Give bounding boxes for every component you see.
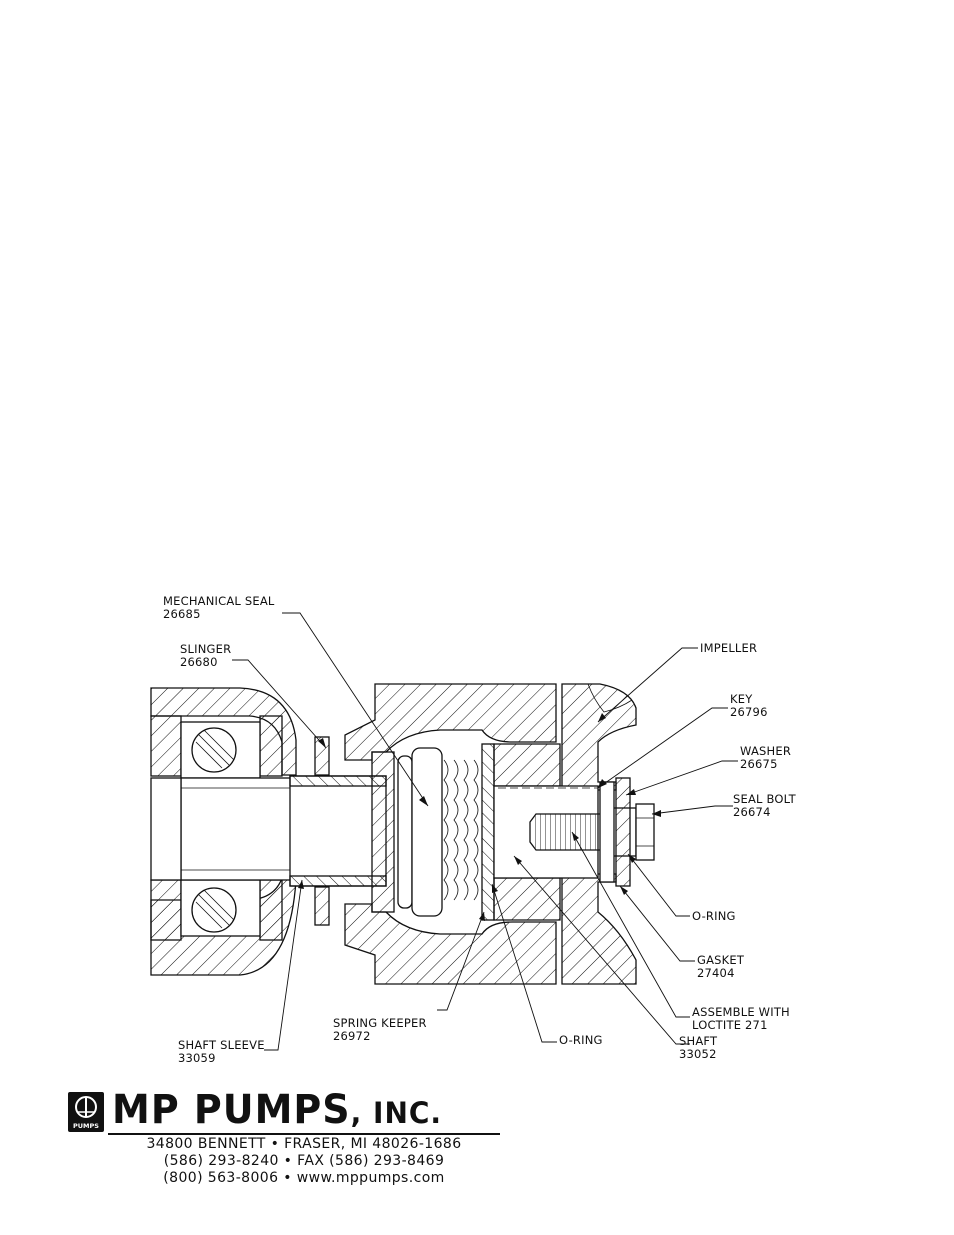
impeller-label: IMPELLER	[700, 641, 757, 655]
assemble-label-line1: ASSEMBLE WITH	[692, 1005, 790, 1019]
seal-bolt-part-number: 26674	[733, 805, 771, 819]
company-address: 34800 BENNETT • FRASER, MI 48026-1686	[146, 1136, 462, 1152]
svg-text:PUMPS: PUMPS	[73, 1122, 99, 1130]
shaft-sleeve-part	[289, 775, 387, 887]
spring-keeper-part-number: 26972	[333, 1029, 371, 1043]
slinger-label: SLINGER	[180, 642, 231, 656]
shaft-label: SHAFT	[679, 1034, 718, 1048]
bearing-top	[180, 721, 261, 779]
spring-keeper-label: SPRING KEEPER	[333, 1016, 427, 1030]
company-footer: PUMPS MP PUMPS, INC. 34800 BENNETT • FRA…	[66, 1086, 556, 1190]
brand-row: PUMPS MP PUMPS, INC.	[66, 1086, 556, 1136]
leader-lines	[232, 612, 738, 1051]
key-part-number: 26796	[730, 705, 768, 719]
company-phone-fax: (586) 293-8240 • FAX (586) 293-8469	[163, 1153, 445, 1169]
gasket-part-number: 27404	[697, 966, 735, 980]
gasket-label: GASKET	[697, 953, 745, 967]
oring-bottom-label: O-RING	[559, 1033, 603, 1047]
seal-bolt-label: SEAL BOLT	[733, 792, 797, 806]
impeller-part	[493, 683, 637, 985]
oring-right-label: O-RING	[692, 909, 736, 923]
company-tollfree-web: (800) 563-8006 • www.mppumps.com	[163, 1170, 445, 1186]
shaft-body	[150, 777, 292, 881]
mechanical-seal-part-number: 26685	[163, 607, 201, 621]
mechanical-seal-part	[371, 743, 495, 921]
washer-part-number: 26675	[740, 757, 778, 771]
mechanical-seal-label: MECHANICAL SEAL	[163, 594, 275, 608]
company-name-suffix: , INC.	[350, 1095, 443, 1131]
washer-label: WASHER	[740, 744, 791, 758]
shaft-part-number: 33052	[679, 1047, 717, 1061]
key-label: KEY	[730, 692, 753, 706]
assemble-label-line2: LOCTITE 271	[692, 1018, 768, 1032]
brand-underline	[108, 1133, 500, 1135]
shaft-sleeve-part-number: 33059	[178, 1051, 216, 1065]
seal-housing	[344, 683, 557, 985]
mp-pumps-logo: PUMPS	[68, 1092, 104, 1132]
company-name-main: MP PUMPS	[112, 1086, 351, 1133]
company-name: MP PUMPS, INC.	[112, 1086, 442, 1132]
bearing-bottom	[180, 879, 261, 937]
washer-part	[599, 777, 631, 887]
shaft-sleeve-label: SHAFT SLEEVE	[178, 1038, 265, 1052]
slinger-part-number: 26680	[180, 655, 218, 669]
